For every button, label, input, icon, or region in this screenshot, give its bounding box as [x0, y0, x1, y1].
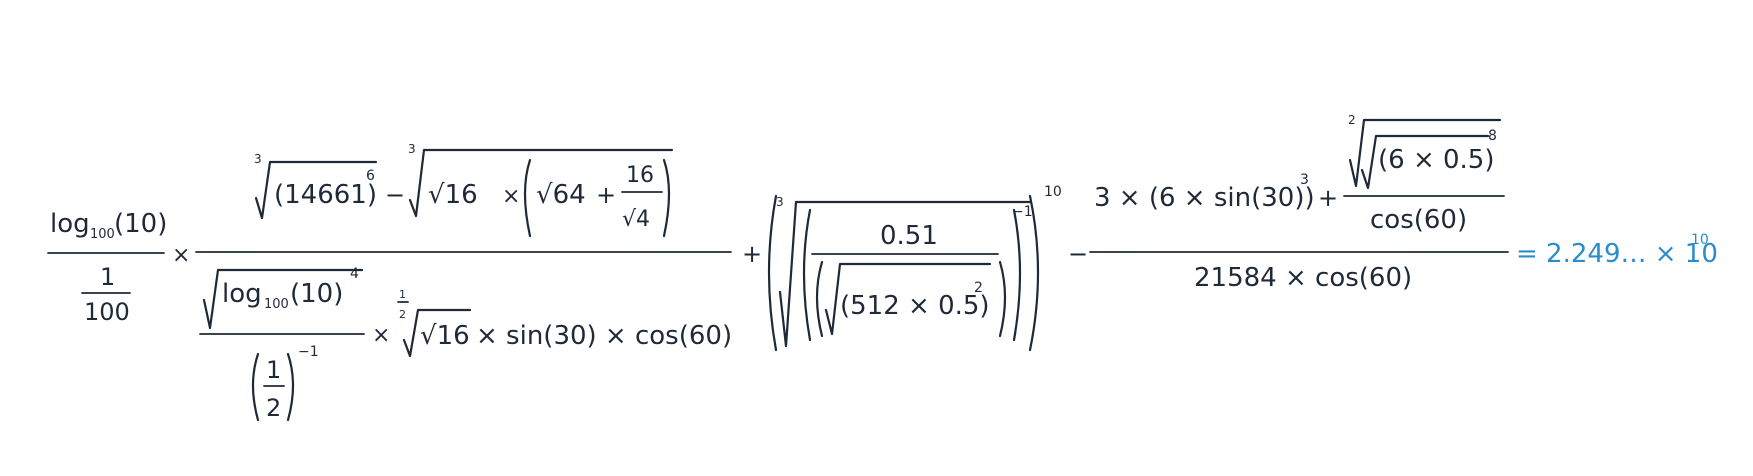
root-index-2: 2 [1348, 113, 1356, 127]
outer-root-radical [1348, 118, 1502, 188]
half-paren-right [286, 352, 295, 422]
term-cbrt-power: 3 0.51 (512 × 0.5) 2 −1 10 [767, 184, 1062, 352]
inner-512: (512 × 0.5) [840, 291, 990, 321]
result-exponent: 10 [1691, 232, 1709, 248]
exponent-2: 2 [974, 280, 983, 296]
paren-right [662, 158, 671, 238]
num-051: 0.51 [880, 221, 938, 251]
exponent-3: 3 [1300, 172, 1309, 188]
log-argument: (10) [114, 209, 167, 239]
minus-operator-main: − [1068, 240, 1088, 268]
plus-operator-term4: + [1318, 184, 1338, 212]
exponent-neg1: −1 [298, 344, 319, 360]
minus-operator: − [385, 181, 405, 209]
root-index-den: 2 [399, 308, 406, 321]
result-value: = 2.249… × 10 [1516, 239, 1718, 269]
big-fraction: 3 (14661) 6 − 3 √16 × √64 + 16 √4 log 10… [195, 142, 732, 422]
plus-operator-main: + [742, 240, 762, 268]
inner-root-radical [1360, 134, 1490, 190]
sixteen: 16 [626, 163, 654, 188]
term-log-fraction: log 100 (10) 1 100 × [47, 209, 190, 326]
cbrt-radical [254, 160, 378, 220]
log-subscript: 100 [90, 227, 115, 242]
sin-cos-part: × sin(30) × cos(60) [476, 321, 732, 351]
half-num: 1 [266, 356, 281, 384]
cbrt-index-3: 3 [776, 195, 784, 209]
den-log: log [222, 279, 262, 309]
cbrt-radical-2 [408, 148, 674, 218]
den-one: 1 [100, 263, 115, 291]
outer-paren-right [1028, 194, 1040, 352]
times-operator-den: × [372, 323, 390, 348]
cbrt-index-2: 3 [408, 142, 416, 156]
result: = 2.249… × 10 10 [1516, 232, 1718, 269]
inner-paren-left [802, 208, 812, 342]
exponent-10: 10 [1044, 184, 1062, 200]
base-14661: (14661) [274, 180, 377, 210]
sqrt-4: √4 [622, 207, 650, 232]
times-operator: × [172, 243, 190, 268]
sqrt-16: √16 [428, 180, 478, 210]
root-index-num: 1 [399, 288, 406, 301]
den-sqrt-radical [824, 262, 992, 336]
den-log-subscript: 100 [264, 297, 289, 312]
den-paren-right [998, 260, 1007, 338]
exponent-6: 6 [366, 168, 375, 184]
den-paren-left [815, 260, 824, 338]
sqrt-radical-den [202, 268, 364, 330]
paren-left [523, 158, 532, 238]
outer-paren-left [767, 194, 778, 352]
den-log-argument: (10) [290, 279, 343, 309]
term-trig-fraction: 3 × (6 × sin(30)) 3 + 2 (6 × 0.5) 8 cos(… [1089, 113, 1509, 293]
exponent-4: 4 [350, 266, 359, 282]
sqrt-64: √64 [536, 180, 586, 210]
term4-denominator: 21584 × cos(60) [1194, 263, 1412, 293]
term4-left: 3 × (6 × sin(30)) [1094, 183, 1315, 213]
log-text: log [50, 209, 90, 239]
half-den: 2 [266, 394, 281, 422]
inner-paren-right [1012, 208, 1022, 342]
cbrt-index: 3 [254, 152, 262, 166]
half-paren-left [251, 352, 260, 422]
term4-cos: cos(60) [1370, 205, 1467, 235]
frac-root-radical [402, 308, 472, 358]
den-sqrt-16: √16 [420, 321, 470, 351]
cbrt-radical-3 [778, 200, 1032, 348]
plus-operator: + [596, 181, 616, 209]
exponent-8: 8 [1488, 128, 1497, 144]
den-hundred: 100 [84, 298, 130, 326]
times-operator-2: × [502, 184, 520, 209]
exponent-neg1-term3: −1 [1012, 204, 1033, 220]
term4-inner: (6 × 0.5) [1378, 145, 1495, 175]
